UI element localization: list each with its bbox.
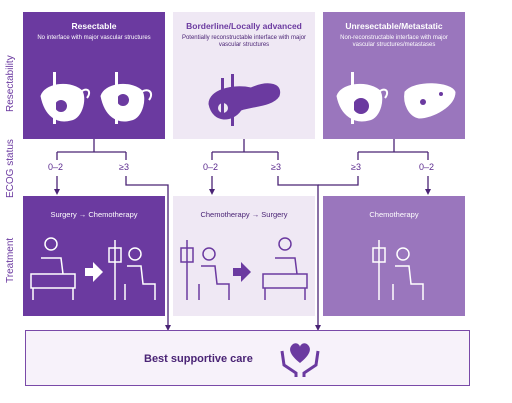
unresectable-subtitle: Non-reconstructable interface with major… bbox=[340, 35, 448, 48]
heart-hands-icon bbox=[280, 343, 320, 377]
arrow-right-icon bbox=[233, 262, 251, 282]
treatment-box-chemo-surgery: Chemotherapy → Surgery bbox=[173, 196, 315, 316]
iv-drip-icon bbox=[180, 237, 308, 300]
treatment-box-surgery-chemo: Surgery → Chemotherapy bbox=[23, 196, 165, 316]
pancreas-icon bbox=[40, 72, 153, 124]
ecog-label: ≥3 bbox=[119, 162, 129, 172]
liver-icon bbox=[336, 72, 456, 124]
borderline-title: Borderline/Locally advanced bbox=[186, 21, 302, 31]
ecog-label: 0–2 bbox=[419, 162, 435, 172]
resectable-subtitle: No interface with major vascular structu… bbox=[37, 35, 151, 41]
ecog-label: 0–2 bbox=[203, 162, 219, 172]
treatment-label: Chemotherapy → Surgery bbox=[200, 210, 288, 219]
unresectable-title: Unresectable/Metastatic bbox=[345, 21, 443, 31]
patient-chair-icon bbox=[372, 240, 424, 300]
borderline-subtitle: Potentially reconstructable interface wi… bbox=[181, 35, 307, 48]
arrow-right-icon bbox=[85, 262, 103, 282]
ecog-label: 0–2 bbox=[48, 162, 64, 172]
ecog-label: ≥3 bbox=[351, 162, 361, 172]
surgery-bed-icon bbox=[30, 237, 156, 300]
unresectable-box: Unresectable/Metastatic Non-reconstructa… bbox=[323, 12, 465, 139]
best-supportive-care-label: Best supportive care bbox=[144, 353, 253, 365]
resectable-box: Resectable No interface with major vascu… bbox=[23, 12, 165, 139]
resectable-title: Resectable bbox=[71, 21, 117, 31]
pancreas-icon bbox=[208, 74, 281, 126]
best-supportive-care-box: Best supportive care bbox=[25, 330, 470, 386]
treatment-box-chemo: Chemotherapy bbox=[323, 196, 465, 316]
treatment-label: Surgery → Chemotherapy bbox=[50, 210, 138, 219]
treatment-label: Chemotherapy bbox=[369, 210, 419, 219]
ecog-label: ≥3 bbox=[271, 162, 281, 172]
borderline-box: Borderline/Locally advanced Potentially … bbox=[173, 12, 315, 139]
